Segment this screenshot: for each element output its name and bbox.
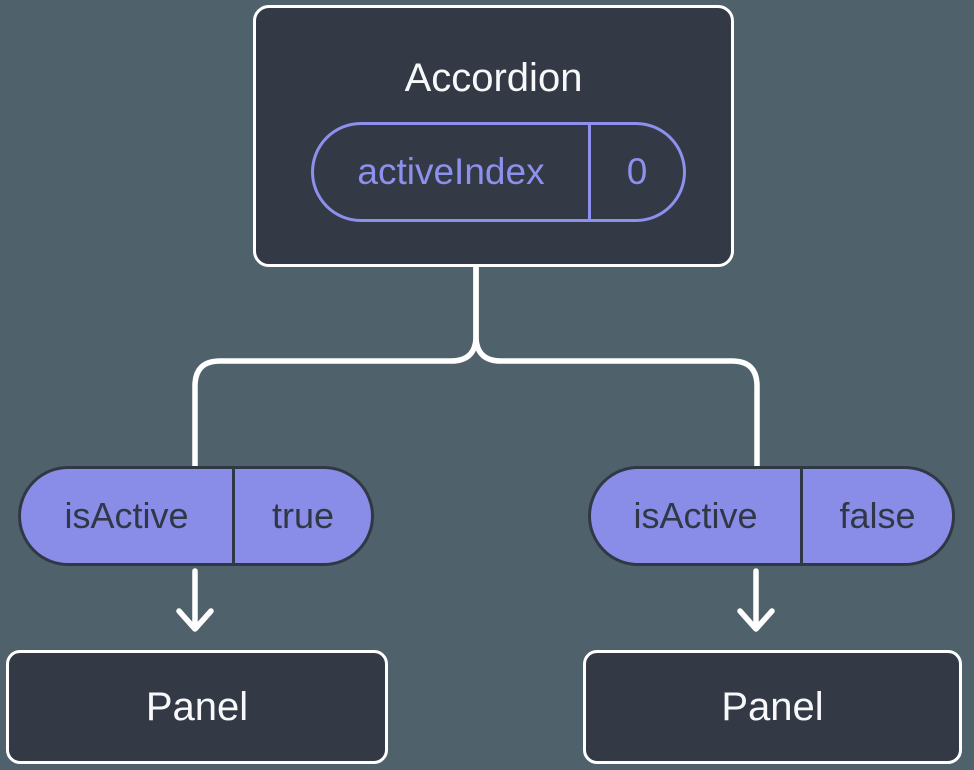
state-pill: activeIndex 0: [311, 122, 686, 222]
accordion-component-node: Accordion activeIndex 0: [253, 5, 734, 267]
tree-branch-left-line: [192, 261, 479, 473]
arrow-down-left-icon: [176, 608, 214, 632]
component-title: Accordion: [404, 56, 583, 100]
panel-component-node-right: Panel: [583, 650, 962, 764]
prop-pill-left: isActive true: [18, 466, 374, 566]
state-value-label: 0: [588, 125, 683, 219]
panel-component-node-left: Panel: [6, 650, 388, 764]
state-name-label: activeIndex: [357, 151, 545, 192]
tree-branch-right-line: [473, 261, 760, 473]
prop-name-label: isActive: [64, 495, 189, 536]
prop-value-label: true: [232, 469, 371, 563]
prop-pill-right: isActive false: [588, 466, 955, 566]
prop-value-label: false: [800, 469, 952, 563]
prop-name-label: isActive: [633, 495, 758, 536]
arrow-down-right-icon: [737, 608, 775, 632]
